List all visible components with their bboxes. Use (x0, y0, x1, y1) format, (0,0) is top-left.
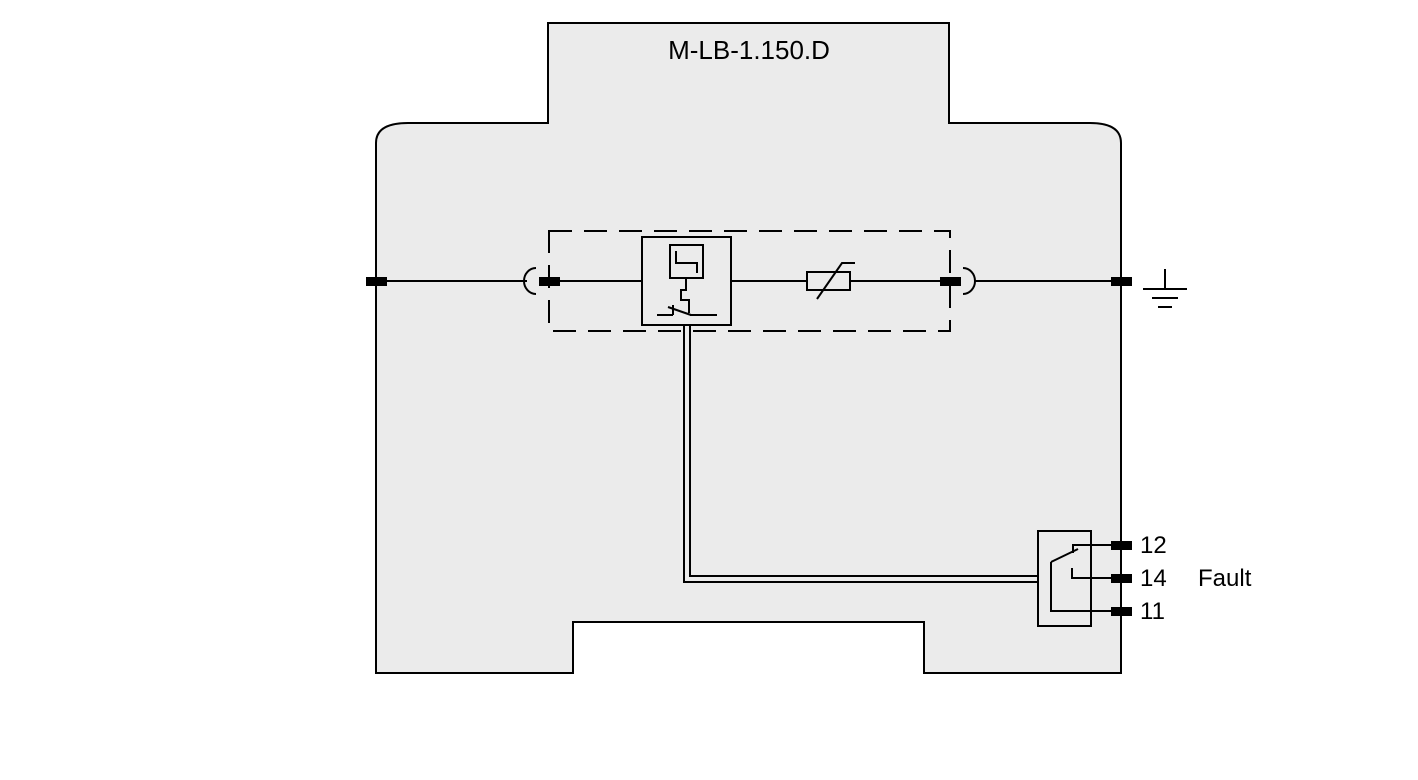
plug-left-icon (523, 267, 537, 295)
terminal-11-label: 11 (1140, 598, 1165, 625)
terminal-14-label: 14 (1140, 565, 1167, 592)
terminal-12 (1111, 541, 1132, 550)
ground-icon (1143, 269, 1187, 308)
device-model-label: M-LB-1.150.D (668, 35, 830, 65)
plug-contact-right (940, 277, 961, 286)
device-housing (375, 22, 1122, 674)
terminal-12-label: 12 (1140, 532, 1167, 559)
plug-contact-left (539, 277, 560, 286)
terminal-pe (1111, 277, 1132, 286)
fault-relay-icon (1037, 530, 1111, 627)
fault-label: Fault (1198, 565, 1252, 592)
thermal-disconnector-icon (641, 236, 732, 326)
terminals (366, 277, 1132, 616)
terminal-14 (1111, 574, 1132, 583)
varistor-icon (806, 262, 855, 300)
plug-right-icon (962, 267, 976, 295)
signal-link (683, 325, 1038, 583)
terminal-11 (1111, 607, 1132, 616)
terminal-input (366, 277, 387, 286)
